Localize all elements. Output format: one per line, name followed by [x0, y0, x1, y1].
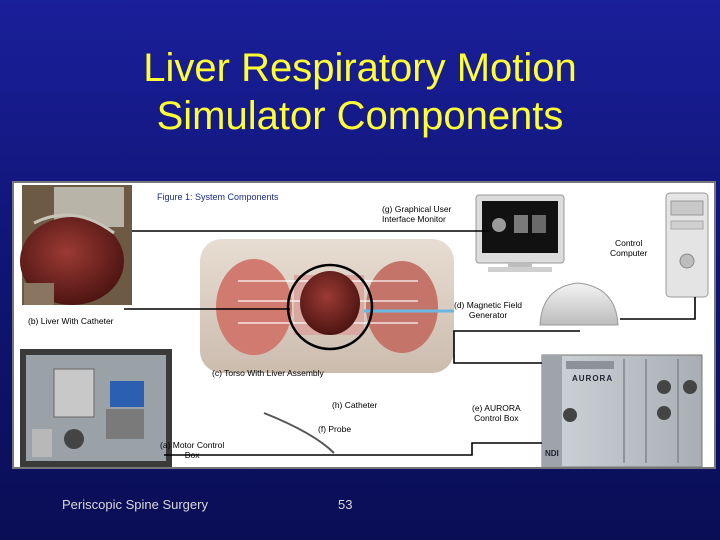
catheter-label: (h) Catheter	[332, 400, 377, 410]
motor-control-label-line2: Box	[160, 450, 224, 460]
computer-label-line1: Control	[610, 238, 647, 248]
monitor-label: (g) Graphical User Interface Monitor	[382, 204, 451, 224]
aurora-label: (e) AURORA Control Box	[472, 403, 521, 423]
footer-left: Periscopic Spine Surgery	[62, 497, 208, 512]
slide-title-line1: Liver Respiratory Motion	[0, 44, 720, 92]
ndi-brand-text: NDI	[545, 449, 559, 459]
aurora-brand-text: AURORA	[572, 374, 613, 384]
torso-label: (c) Torso With Liver Assembly	[212, 368, 324, 378]
liver-in-torso	[300, 271, 360, 335]
aurora-label-line2: Control Box	[472, 413, 521, 423]
motor-control-box-image	[20, 349, 172, 467]
liver-with-catheter-photo	[20, 185, 132, 305]
aurora-label-line1: (e) AURORA	[472, 403, 521, 413]
field-generator-label-line1: (d) Magnetic Field	[454, 300, 522, 310]
aurora-control-box-image	[542, 355, 702, 467]
computer-to-dome-line	[620, 297, 695, 319]
computer-label: Control Computer	[610, 238, 647, 258]
slide-title-line2: Simulator Components	[0, 92, 720, 140]
liver-label: (b) Liver With Catheter	[28, 316, 114, 326]
page-number: 53	[338, 497, 352, 512]
slide-title: Liver Respiratory Motion Simulator Compo…	[0, 44, 720, 140]
monitor-label-line1: (g) Graphical User	[382, 204, 451, 214]
components-illustration	[14, 183, 716, 469]
field-generator-label-line2: Generator	[454, 310, 522, 320]
field-generator-label: (d) Magnetic Field Generator	[454, 300, 522, 320]
motor-control-label-line1: (a) Motor Control	[160, 440, 224, 450]
monitor-label-line2: Interface Monitor	[382, 214, 451, 224]
system-components-figure: Figure 1: System Components (g) Graphica…	[12, 181, 716, 469]
control-computer-image	[666, 193, 708, 297]
gui-monitor-image	[476, 195, 564, 272]
computer-label-line2: Computer	[610, 248, 647, 258]
figure-caption: Figure 1: System Components	[157, 192, 279, 202]
probe-label: (f) Probe	[318, 424, 351, 434]
motor-control-label: (a) Motor Control Box	[160, 440, 224, 460]
field-generator-dome	[540, 283, 618, 325]
